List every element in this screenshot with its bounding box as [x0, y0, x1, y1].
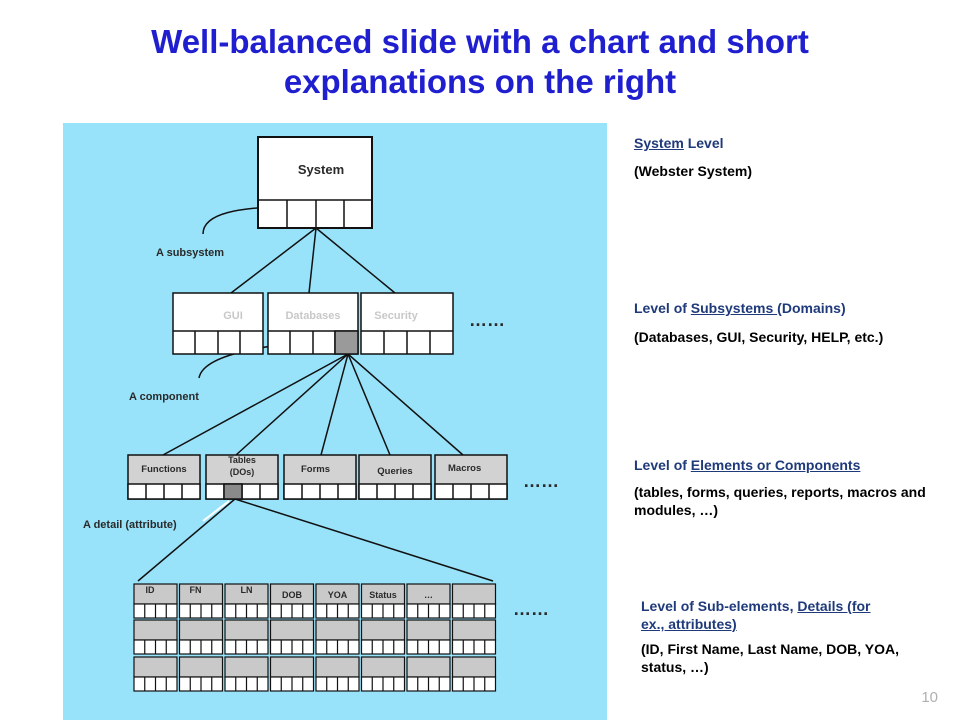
detail-grid: ID FN LN DOB YOA Status …	[133, 583, 497, 692]
detail-box: …	[406, 583, 451, 619]
note-detail-pre: Level of Sub-elements,	[641, 598, 798, 614]
note-system-rest: Level	[683, 135, 724, 151]
subsystem-annotation: A subsystem	[156, 247, 224, 259]
detail-box	[451, 619, 497, 655]
subsystem-label-security: Security	[374, 310, 418, 322]
subsystem-row: GUI Databases Security ……	[172, 292, 505, 355]
component-label-queries: Queries	[377, 466, 412, 477]
component-label-forms: Forms	[301, 464, 330, 475]
detail-box	[133, 656, 178, 692]
detail-box: FN	[178, 583, 224, 619]
detail-box	[360, 619, 406, 655]
note-system-key: System	[634, 135, 684, 151]
detail-box: YOA	[315, 583, 360, 619]
note-subsystem-level: Level of Subsystems (Domains)	[634, 299, 846, 317]
component-label-tables: Tables	[228, 455, 256, 465]
detail-box	[406, 619, 451, 655]
detail-box: LN	[224, 583, 269, 619]
detail-box	[451, 583, 497, 619]
subsystem-label-databases: Databases	[285, 310, 340, 322]
connector-lines	[137, 227, 494, 582]
note-component-level: Level of Elements or Components	[634, 456, 860, 474]
detail-box	[133, 619, 178, 655]
detail-label: ID	[146, 585, 156, 595]
system-box: System	[257, 136, 373, 229]
detail-pointer-line	[202, 500, 230, 522]
component-box-macros: Macros	[434, 454, 508, 500]
detail-label: …	[424, 590, 433, 600]
system-label: System	[298, 162, 344, 177]
subsystem-label-gui: GUI	[223, 310, 243, 322]
detail-label: YOA	[328, 590, 348, 600]
highlighted-cell-databases	[334, 330, 359, 355]
component-box-queries: Queries	[358, 454, 432, 500]
note-subsystem-key: Subsystems	[690, 300, 778, 316]
subsystem-ellipsis: ……	[469, 310, 505, 330]
detail-box	[315, 656, 360, 692]
hierarchy-diagram: System A subsystem GUI Databases	[63, 123, 607, 720]
slide-title-line-1: Well-balanced slide with a chart and sho…	[151, 23, 809, 60]
detail-label: Status	[369, 590, 397, 600]
subsystem-box-gui: GUI	[172, 292, 264, 355]
detail-box	[224, 656, 269, 692]
detail-box	[269, 656, 315, 692]
detail-box	[451, 656, 497, 692]
note-detail-detail: (ID, First Name, Last Name, DOB, YOA, st…	[641, 641, 900, 675]
note-system-level: System Level	[634, 134, 724, 152]
component-box-tables: Tables (DOs)	[205, 454, 279, 500]
detail-box: DOB	[269, 583, 315, 619]
component-label-functions: Functions	[141, 464, 186, 475]
detail-box	[269, 619, 315, 655]
component-label-macros: Macros	[448, 463, 481, 474]
note-component-detail: (tables, forms, queries, reports, macros…	[634, 484, 926, 518]
subsystem-box-security: Security	[360, 292, 454, 355]
detail-box	[360, 656, 406, 692]
detail-ellipsis: ……	[513, 599, 549, 619]
detail-label: LN	[241, 585, 253, 595]
slide-title-line-2: explanations on the right	[283, 63, 677, 100]
component-box-forms: Forms	[283, 454, 357, 500]
slide-title: Well-balanced slide with a chart and sho…	[0, 22, 960, 102]
detail-label: DOB	[282, 590, 303, 600]
note-detail-level: Level of Sub-elements, Details (for ex.,…	[641, 597, 891, 633]
page-number: 10	[921, 689, 938, 706]
hierarchy-diagram-svg: System A subsystem GUI Databases	[83, 136, 559, 692]
detail-box	[178, 656, 224, 692]
detail-box	[406, 656, 451, 692]
detail-annotation: A detail (attribute)	[83, 519, 177, 531]
subsystem-box-databases: Databases	[267, 292, 359, 355]
component-annotation: A component	[129, 391, 199, 403]
note-subsystem-pre: Level of	[634, 300, 691, 316]
note-system-detail: (Webster System)	[634, 163, 753, 179]
component-row: Functions Tables (DOs) Forms	[127, 454, 559, 500]
note-component-pre: Level of	[634, 457, 691, 473]
component-box-functions: Functions	[127, 454, 201, 500]
note-detail-key: Details (for ex., attributes)	[641, 598, 871, 632]
detail-box: Status	[360, 583, 406, 619]
detail-box	[224, 619, 269, 655]
detail-box	[178, 619, 224, 655]
note-component-key: Elements or Components	[690, 457, 861, 473]
detail-label: FN	[190, 585, 202, 595]
detail-box: ID	[133, 583, 178, 619]
detail-box	[315, 619, 360, 655]
component-ellipsis: ……	[523, 471, 559, 491]
note-subsystem-rest: (Domains)	[777, 300, 846, 316]
component-label-tables-sub: (DOs)	[230, 467, 255, 477]
note-subsystem-detail: (Databases, GUI, Security, HELP, etc.)	[634, 329, 884, 345]
highlighted-cell-tables	[223, 483, 243, 500]
